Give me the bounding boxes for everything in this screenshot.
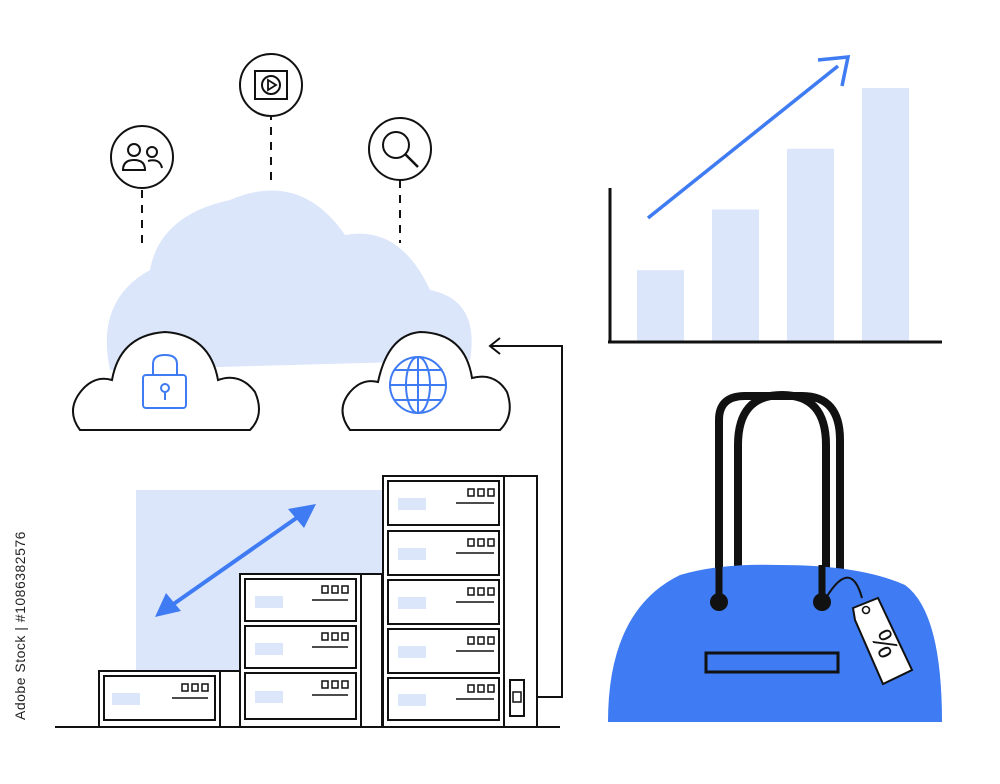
server-unit xyxy=(387,628,500,674)
server-rack-tall xyxy=(382,475,538,728)
growth-chart xyxy=(608,55,942,344)
bag-label-slot xyxy=(704,651,840,674)
server-to-cloud-arrow xyxy=(488,337,563,698)
chart-bar xyxy=(862,88,909,341)
video-play-icon xyxy=(239,53,303,117)
server-unit xyxy=(244,578,357,622)
server-racks xyxy=(55,475,560,728)
cloud-icon xyxy=(106,190,472,370)
users-icon xyxy=(110,125,174,189)
bag-handle-front xyxy=(715,392,844,600)
server-unit xyxy=(244,672,357,720)
chart-bar xyxy=(637,270,684,341)
chart-bars xyxy=(637,88,909,341)
server-unit xyxy=(387,530,500,576)
search-icon xyxy=(368,117,432,181)
lock-cloud xyxy=(72,330,260,431)
server-rack-short xyxy=(98,670,241,728)
chart-bar xyxy=(712,209,759,341)
shopping-bag-icon: % xyxy=(608,390,942,722)
server-unit xyxy=(244,625,357,669)
double-arrow-icon xyxy=(155,504,316,617)
globe-icon xyxy=(389,356,447,414)
server-unit xyxy=(387,677,500,721)
server-rack-medium xyxy=(239,573,383,728)
server-unit xyxy=(387,480,500,526)
stock-id-watermark: Adobe Stock | #1086382576 xyxy=(12,531,28,720)
rack-port xyxy=(509,679,525,717)
bag-rivet xyxy=(710,593,728,611)
server-unit xyxy=(387,579,500,625)
globe-cloud xyxy=(341,330,511,431)
cloud-group xyxy=(72,53,511,431)
chart-bar xyxy=(787,148,834,341)
lock-icon xyxy=(142,353,187,409)
trend-arrow-icon xyxy=(646,55,851,220)
bag-body xyxy=(608,564,942,722)
